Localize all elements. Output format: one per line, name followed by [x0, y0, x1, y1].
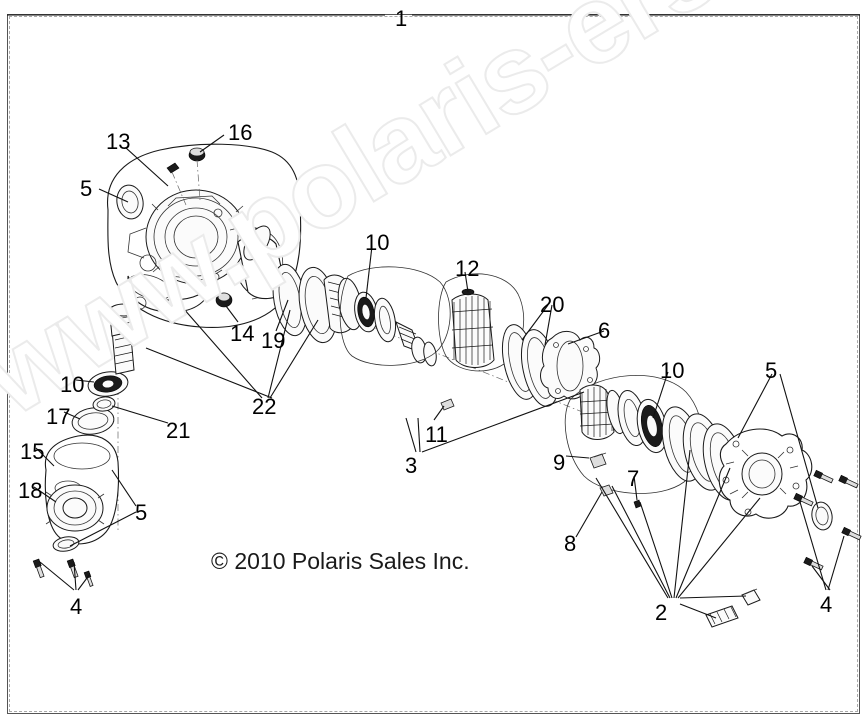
callout-number-17: 17	[46, 404, 71, 429]
loose-hardware	[440, 398, 761, 628]
callout-number-11: 11	[425, 422, 448, 447]
part-10-bearing-lower	[87, 371, 129, 397]
callout-number-3: 3	[405, 453, 418, 478]
callout-number-14: 14	[230, 321, 255, 346]
part-20-clutch-plates	[501, 324, 601, 407]
part-17-o-ring	[71, 407, 115, 435]
callout-number-8: 8	[564, 531, 577, 556]
part-14-plug	[215, 292, 233, 308]
callout-number-18: 18	[18, 478, 43, 503]
callout-number-21: 21	[166, 418, 191, 443]
callout-number-15: 15	[20, 439, 45, 464]
callout-number-5: 5	[135, 500, 148, 525]
part-2-fittings	[705, 588, 761, 628]
diagram-frame-inner	[9, 16, 858, 712]
part-5-seal-right	[811, 501, 833, 531]
part-5-seal-left	[116, 184, 144, 220]
part-10-bearing-right	[636, 398, 668, 454]
callout-number-2: 2	[655, 600, 668, 625]
callout-number-12: 12	[455, 256, 480, 281]
callout-number-19: 19	[261, 328, 286, 353]
callout-number-7: 7	[627, 466, 640, 491]
copyright-notice: © 2010 Polaris Sales Inc.	[211, 548, 470, 574]
callout-number-4: 4	[820, 592, 833, 617]
part-8-nut	[599, 484, 614, 497]
part-18-bearing-carrier	[45, 484, 105, 532]
leader-lines	[33, 134, 845, 619]
part-4-bolts-left	[32, 558, 94, 587]
part-21-o-ring-small	[92, 396, 116, 412]
callout-number-9: 9	[553, 450, 566, 475]
part-16-vent-plug	[188, 147, 206, 201]
callout-number-5: 5	[80, 176, 93, 201]
part-9-key	[589, 453, 607, 469]
callout-number-10: 10	[365, 230, 390, 255]
callout-number-10: 10	[660, 358, 685, 383]
callout-number-13: 13	[106, 129, 131, 154]
callout-number-4: 4	[70, 594, 83, 619]
part-10-bearing-left-stack	[354, 291, 378, 333]
callout-number-20: 20	[540, 292, 565, 317]
callout-number-22: 22	[252, 394, 277, 419]
part-right-cover-housing	[718, 428, 862, 571]
callout-number-6: 6	[598, 318, 611, 343]
callout-number-16: 16	[228, 120, 253, 145]
part-15-cover-housing	[32, 303, 139, 587]
input-shaft	[109, 303, 139, 375]
stack-left-bearings	[272, 263, 437, 367]
callout-number-1: 1	[395, 6, 408, 31]
callout-number-5: 5	[765, 358, 778, 383]
part-13-gearcase-housing	[107, 143, 302, 328]
callout-number-10: 10	[60, 372, 85, 397]
part-4-bolts-right	[793, 469, 862, 571]
part-7-pin	[633, 499, 642, 509]
